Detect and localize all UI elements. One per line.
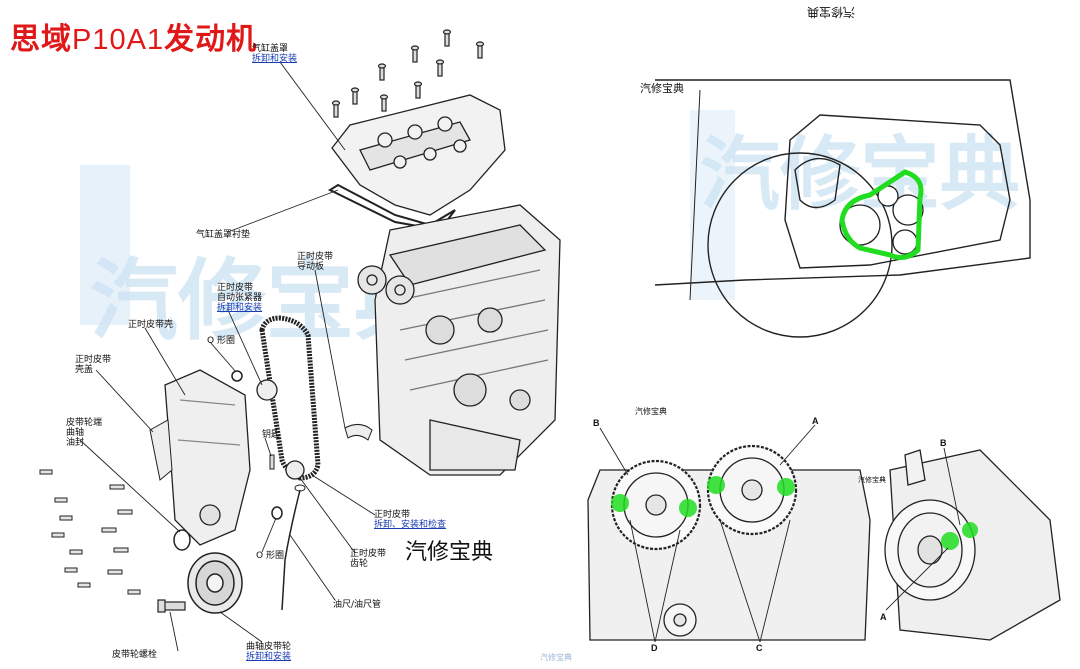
dipstick — [281, 489, 301, 611]
mark-b-top: B — [593, 418, 600, 428]
crank-alignment-marks — [941, 522, 978, 550]
label-dipstick: 油尺/油尺管 — [333, 600, 382, 610]
pulley-bolt — [157, 599, 186, 613]
label-pulley-bolt: 皮带轮螺栓 — [112, 650, 158, 660]
title-part3: 发动机 — [164, 22, 258, 57]
label-pulley-end-seal: 皮带轮端 曲轴 油封 — [66, 418, 103, 448]
label-timing-belt-drive-pulley: 正时皮带 齿轮 — [350, 549, 387, 569]
cover-bolts — [331, 29, 485, 118]
stamp-mark-4: 汽修宝典 — [540, 652, 572, 662]
stamp-mark-2: 汽修宝典 — [635, 406, 667, 416]
car-body-diagram — [654, 79, 1031, 338]
link-crank-pulley[interactable]: 拆卸和安装 — [246, 652, 292, 662]
crank-pulley — [187, 552, 243, 614]
label-key: 钥匙 — [262, 430, 281, 440]
stamp-mark-3: 汽修宝典 — [858, 475, 886, 484]
cam-sprocket-diagram — [587, 444, 871, 641]
o-ring-upper-shape — [231, 370, 243, 382]
upper-cover — [149, 419, 173, 481]
mark-a-top: A — [812, 416, 819, 426]
mark-b-right: B — [940, 438, 947, 448]
mark-a-right: A — [880, 612, 887, 622]
label-auto-tensioner: 正时皮带 自动张紧器 拆卸和安装 — [217, 283, 263, 313]
label-timing-belt-cover: 正时皮带壳 — [128, 320, 174, 330]
link-auto-tensioner[interactable]: 拆卸和安装 — [217, 303, 263, 313]
stamp-mark: 汽修宝典 — [640, 81, 684, 95]
title-model: P10A1 — [72, 24, 165, 56]
cylinder-head-cover — [331, 94, 506, 216]
page-title: 思域P10A1发动机 — [10, 14, 257, 58]
mark-c: C — [756, 643, 763, 653]
key-shape — [269, 454, 275, 470]
flipped-stamp: 汽修宝典 — [807, 5, 855, 20]
guide-plate — [344, 424, 373, 441]
timing-cover — [164, 369, 251, 546]
label-cover-gasket: 气缸盖罩衬垫 — [196, 230, 251, 240]
loose-bolts — [39, 469, 141, 595]
label-o-ring-upper: O 形圈 — [207, 336, 235, 346]
label-crank-pulley: 曲轴皮带轮 拆卸和安装 — [246, 642, 292, 662]
brand-text: 汽修宝典 — [405, 540, 494, 565]
crank-seal — [173, 529, 191, 551]
cam-leaders — [599, 424, 816, 643]
tensioner — [256, 379, 278, 401]
engine-belt-highlight — [839, 169, 924, 261]
crank-leaders — [885, 447, 961, 611]
mark-d: D — [651, 643, 658, 653]
o-ring-lower-shape — [271, 506, 283, 520]
title-part1: 思域 — [10, 22, 72, 57]
link-cyl-head-cover[interactable]: 拆卸和安装 — [252, 54, 298, 64]
watermark-block — [80, 165, 130, 325]
cam-alignment-marks — [611, 476, 795, 517]
cam-sprockets — [357, 265, 415, 305]
engine-block — [374, 204, 561, 476]
label-timing-belt-guide: 正时皮带 导动板 — [297, 252, 334, 272]
link-timing-belt[interactable]: 拆卸、安装和检查 — [374, 520, 447, 530]
crank-timing-diagram — [884, 449, 1061, 641]
label-timing-belt: 正时皮带 拆卸、安装和检查 — [374, 510, 447, 530]
label-o-ring-lower: O 形圈 — [256, 551, 284, 561]
timing-belt — [259, 315, 321, 481]
label-cyl-head-cover: 气缸盖罩 拆卸和安装 — [252, 44, 298, 64]
leader-lines — [79, 61, 376, 652]
crank-sprocket — [285, 460, 305, 480]
label-timing-belt-upper-cover: 正时皮带 壳盖 — [75, 355, 112, 375]
